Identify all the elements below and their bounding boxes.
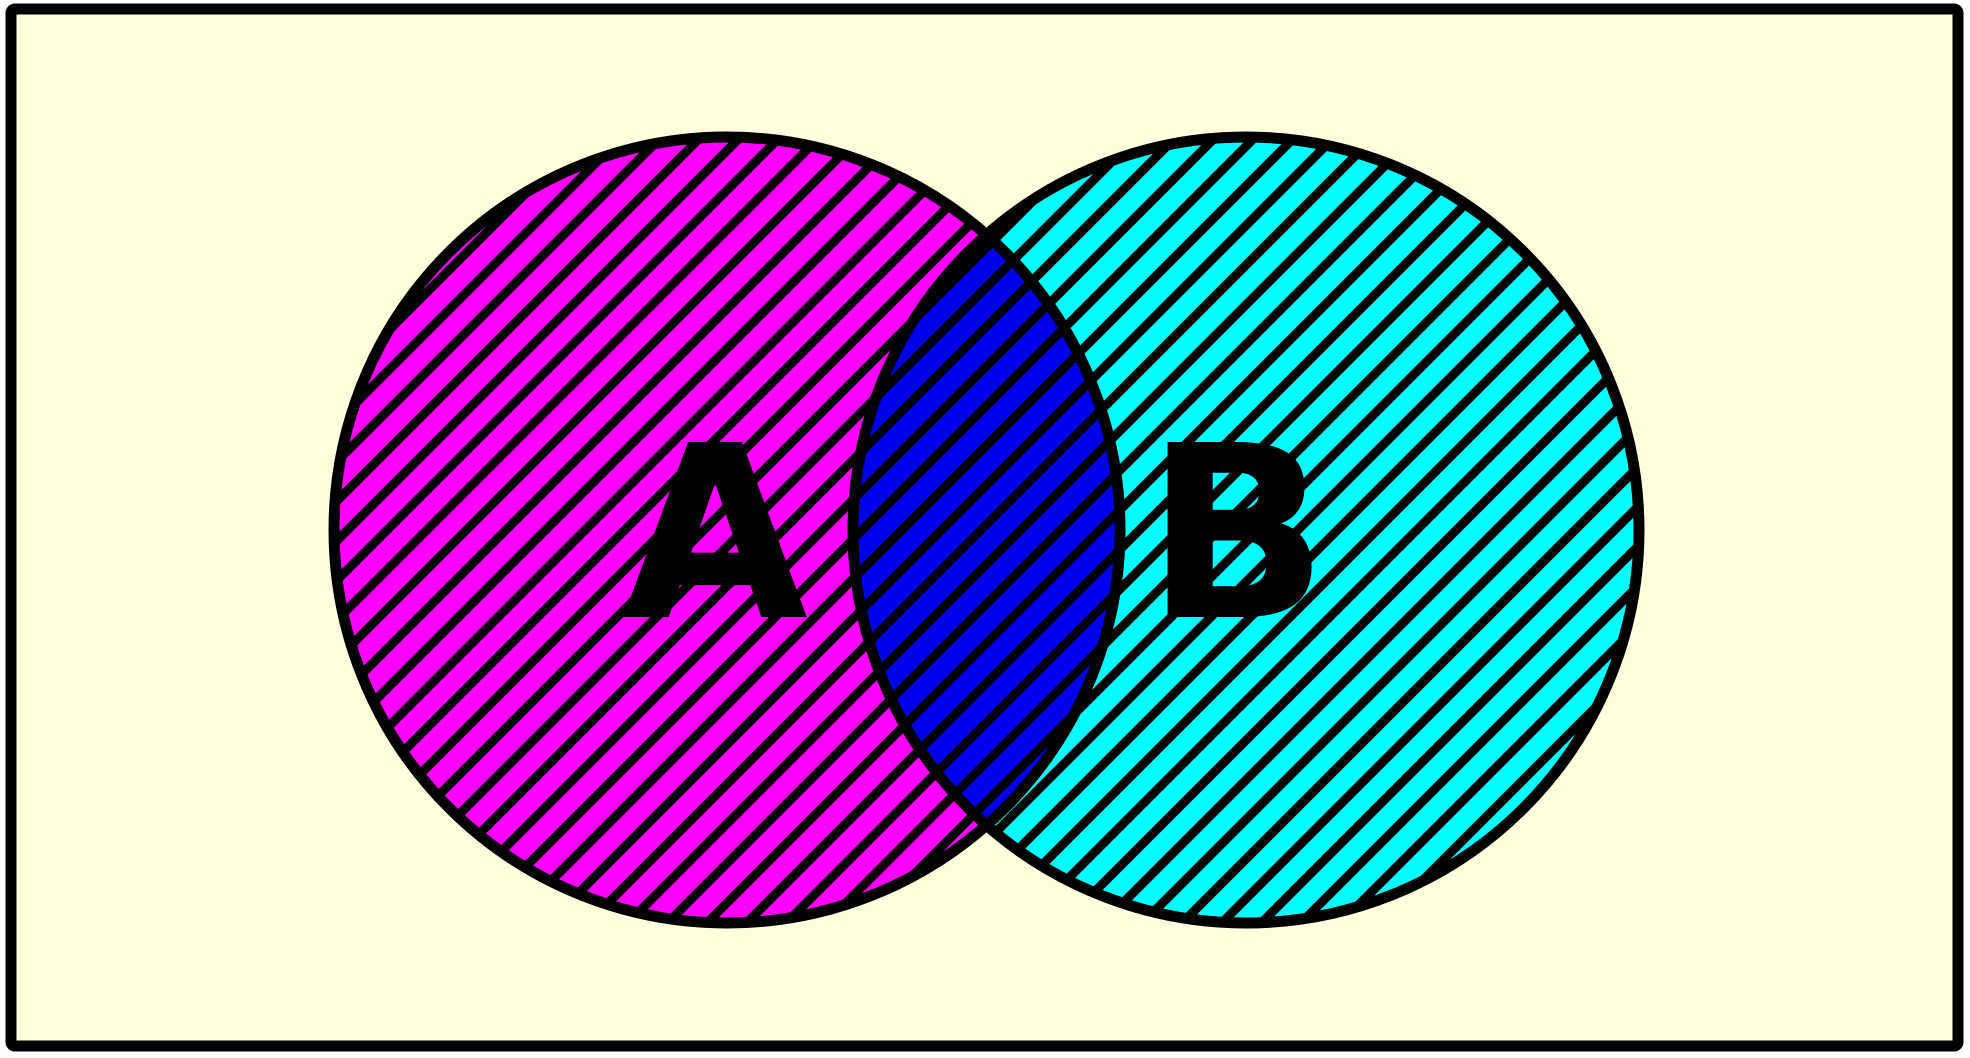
set-a-outline <box>328 131 1126 929</box>
set-a-label: A <box>622 394 808 674</box>
set-b-label: B <box>1146 394 1329 674</box>
set-b-outline <box>847 131 1645 929</box>
intersection-region <box>853 137 1120 923</box>
